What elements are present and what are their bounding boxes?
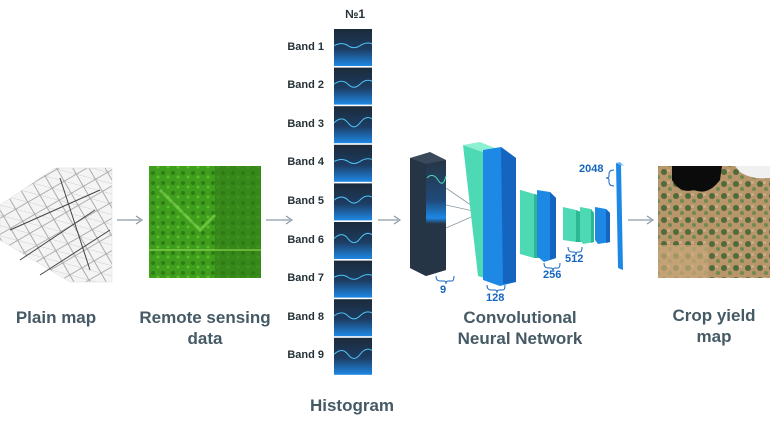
- plain-map-label: Plain map: [15, 308, 97, 327]
- size-512: 512: [565, 253, 584, 265]
- conv-layer-128: [463, 142, 516, 286]
- arrow-3: [378, 215, 402, 225]
- band-tile: [333, 144, 373, 182]
- input-tensor: [410, 152, 479, 276]
- plain-map-image: [0, 167, 113, 283]
- band-tile: [333, 260, 373, 298]
- band-tile: [333, 29, 373, 66]
- remote-sensing-image: [149, 166, 261, 278]
- band-tile: [333, 299, 373, 337]
- band-label: Band 8: [287, 310, 324, 323]
- size-braces: [435, 169, 615, 294]
- band-tile: [333, 106, 373, 144]
- band-tile: [333, 183, 373, 221]
- histogram-column-title: №1: [345, 7, 366, 21]
- histogram-column: [333, 29, 373, 375]
- size-256: 256: [543, 269, 562, 281]
- band-label: Band 5: [287, 194, 324, 207]
- band-label: Band 6: [287, 233, 324, 246]
- fc-layer-2048: [616, 162, 624, 270]
- band-label: Band 2: [287, 79, 324, 92]
- crop-yield-image: [658, 166, 770, 278]
- size-9: 9: [440, 284, 447, 296]
- band-tile: [333, 337, 373, 375]
- band-label: Band 9: [287, 349, 324, 362]
- conv-layer-512: [563, 207, 610, 244]
- remote-sensing-label: Remote sensing data: [139, 308, 271, 348]
- size-128: 128: [486, 292, 505, 304]
- band-label: Band 7: [287, 272, 324, 285]
- band-label: Band 1: [287, 40, 324, 53]
- band-label: Band 3: [287, 117, 324, 130]
- band-label: Band 4: [287, 156, 324, 169]
- arrow-4: [628, 215, 655, 225]
- arrow-1: [117, 215, 144, 225]
- histogram-label: Histogram: [309, 396, 395, 415]
- crop-yield-label: Crop yield map: [672, 306, 756, 346]
- band-tile: [333, 222, 373, 259]
- size-2048: 2048: [579, 163, 604, 175]
- conv-layer-256: [520, 190, 556, 262]
- arrow-2: [266, 215, 294, 225]
- band-tile: [333, 67, 373, 105]
- cnn-label: Convolutional Neural Network: [457, 308, 583, 348]
